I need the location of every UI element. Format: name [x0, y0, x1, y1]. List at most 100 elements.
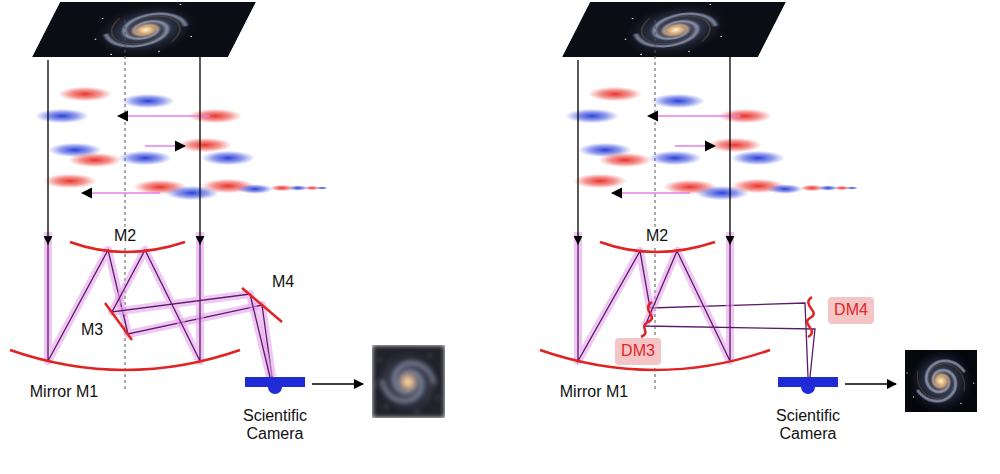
- galaxy-core: [928, 368, 955, 395]
- turbulence-cell: [767, 184, 803, 194]
- part-label: Mirror M1: [28, 383, 100, 401]
- sky-image: [29, 0, 259, 64]
- corrected-telescope: [540, 0, 985, 425]
- star: [437, 398, 438, 399]
- galaxy-core: [130, 20, 162, 41]
- galaxy: [374, 348, 443, 417]
- blurred-image: [372, 345, 445, 418]
- turbulence-cell: [121, 94, 175, 109]
- turbulence-cell: [68, 153, 122, 168]
- turbulence-cell: [598, 153, 652, 168]
- dm-label: DM3: [621, 342, 655, 360]
- incoming-ray: [47, 60, 48, 244]
- turbulence-cell: [708, 138, 762, 153]
- galaxy-dust: [396, 366, 430, 403]
- star: [913, 396, 915, 398]
- star: [931, 411, 933, 412]
- camera-lens: [268, 387, 282, 394]
- turbulence-cell: [846, 186, 858, 189]
- star: [624, 38, 626, 39]
- sharp-image: [905, 350, 977, 412]
- wind-arrow: [612, 192, 690, 194]
- light-beam-band: [48, 232, 272, 377]
- deformable-mirror: [641, 302, 652, 337]
- wind-arrow: [145, 145, 185, 147]
- camera-lens: [801, 387, 815, 394]
- galaxy-disk: [905, 350, 977, 412]
- turbulence-cell: [118, 151, 172, 166]
- star: [179, 4, 181, 5]
- galaxy: [93, 2, 199, 57]
- part-label: Scientific Camera: [227, 407, 323, 444]
- star: [416, 411, 417, 412]
- star: [430, 354, 431, 355]
- galaxy: [623, 2, 729, 57]
- uncorrected-telescope: [10, 0, 445, 418]
- star: [960, 403, 962, 405]
- turbulence-cell: [648, 151, 702, 166]
- star: [102, 18, 104, 19]
- star: [709, 4, 711, 5]
- incoming-ray: [577, 60, 578, 244]
- turbulence-cell: [201, 151, 255, 166]
- galaxy-core: [660, 20, 692, 41]
- galaxy-disk: [623, 2, 729, 57]
- star: [973, 382, 975, 384]
- turbulence-cell: [316, 186, 328, 189]
- primary-mirror: [10, 350, 240, 370]
- star: [379, 359, 380, 360]
- optical-axis: [655, 20, 656, 392]
- galaxy-dust: [127, 13, 180, 48]
- dm-label: DM4: [834, 301, 868, 319]
- light-beam-band: [112, 232, 270, 377]
- star: [385, 407, 386, 408]
- deformable-mirror: [807, 297, 814, 337]
- camera-body: [245, 377, 305, 387]
- star: [632, 18, 634, 19]
- camera-body: [778, 377, 838, 387]
- image-background: [372, 345, 445, 418]
- turbulence-cell: [58, 87, 112, 102]
- light-ray: [578, 242, 808, 377]
- light-ray: [645, 242, 815, 377]
- dm-tag: DM4: [828, 297, 874, 324]
- galaxy-arm: [921, 354, 968, 396]
- galaxy: [905, 350, 977, 412]
- sky-image: [559, 0, 789, 64]
- star: [94, 38, 96, 39]
- turbulence-cell: [35, 109, 89, 124]
- turbulence-cell: [731, 151, 785, 166]
- part-label: M4: [270, 273, 296, 291]
- output-arrow: [312, 383, 363, 385]
- turbulence-cell: [573, 174, 627, 189]
- light-ray: [112, 242, 270, 377]
- dm-tag: DM3: [615, 338, 661, 365]
- turbulence-cell: [588, 87, 642, 102]
- part-label: Scientific Camera: [760, 407, 856, 444]
- galaxy-disk: [93, 2, 199, 57]
- galaxy-dust: [924, 358, 969, 404]
- star: [906, 372, 908, 374]
- part-label: M2: [644, 227, 670, 245]
- galaxy-disk: [374, 348, 443, 417]
- star: [190, 36, 192, 37]
- turbulence-cell: [651, 94, 705, 109]
- galaxy-dust: [657, 13, 710, 48]
- part-label: M3: [79, 321, 105, 339]
- part-label: M2: [112, 227, 138, 245]
- output-arrow: [845, 383, 896, 385]
- wind-arrow: [118, 115, 210, 117]
- star: [374, 384, 375, 385]
- star: [640, 54, 642, 55]
- incoming-ray: [729, 56, 730, 244]
- turbulence-cell: [237, 184, 273, 194]
- flat-mirror: [105, 303, 132, 340]
- turbulence-cell: [565, 109, 619, 124]
- wind-arrow: [675, 145, 715, 147]
- turbulence-cell: [43, 174, 97, 189]
- part-label: Mirror M1: [558, 383, 630, 401]
- wind-arrow: [648, 115, 740, 117]
- wind-arrow: [82, 192, 160, 194]
